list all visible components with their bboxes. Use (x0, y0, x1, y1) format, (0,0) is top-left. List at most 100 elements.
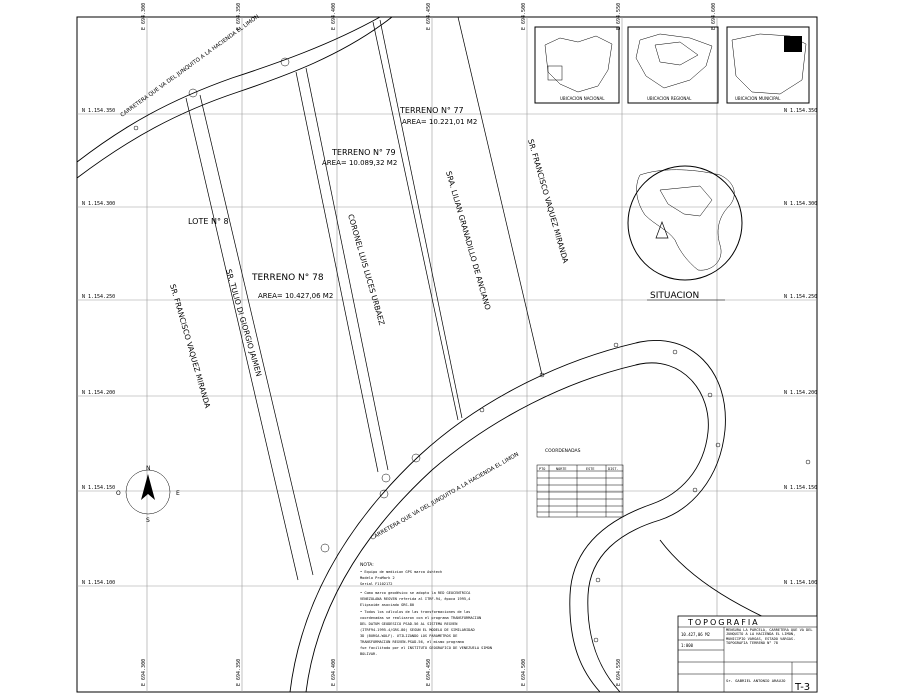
title-block-scale: 1:000 (681, 643, 694, 648)
survey-point (595, 577, 601, 583)
terreno-78-name: TERRENO N° 78 (251, 273, 324, 283)
survey-point (672, 349, 678, 355)
notes-line: TRANSFORMACION REGVEN-PSAD-56, el mismo … (360, 640, 464, 644)
notes-line: VENEZOLANA REGVEN referida al ITRF-94, é… (360, 597, 470, 601)
north-arrow-s: S (146, 517, 150, 524)
title-block-description-box: MENSURA LA PARCELA, CARRETERA QUE VA DEL… (726, 628, 813, 646)
survey-point (133, 125, 139, 131)
northing-label: N 1.154.150 (82, 485, 115, 491)
notes-title: NOTA: (360, 562, 374, 568)
survey-point (539, 372, 545, 378)
notes-line: • Como marco geodésico se adopto la RED … (360, 591, 471, 595)
coord-table-frame (536, 464, 624, 518)
municipal-map-frame (726, 26, 810, 104)
notes-line: • Todos los cálculos de las transformaci… (360, 610, 470, 614)
title-block-description: MENSURA LA PARCELA, CARRETERA QUE VA DEL… (726, 628, 813, 646)
coord-table-header: NORTE (556, 467, 567, 471)
northing-label: N 1.154.350 (82, 108, 115, 114)
regional-map-frame (627, 26, 719, 104)
notes-line: Serial F1102172 (360, 582, 392, 586)
easting-label: E 694.450 (426, 659, 432, 686)
easting-label: E 694.450 (426, 3, 432, 30)
terreno-77-name: TERRENO N° 77 (399, 106, 464, 115)
northing-label: N 1.154.250 (784, 294, 817, 300)
easting-label: E 694.350 (236, 3, 242, 30)
title-block-sheet: T-3 (794, 682, 810, 693)
notes-line: (ITRF94-1995.4/GRS-80) SEGUN EL MODELO D… (360, 628, 475, 632)
title-block-owner: Sr. GABRIEL ANTONIO ARAUJO (726, 678, 786, 683)
title-block-heading: TOPOGRAFIA (687, 618, 760, 627)
north-arrow-e: E (176, 490, 180, 497)
notes-block: NOTA: • Equipo de medicion GPS marca Ash… (360, 562, 492, 656)
coord-table-header: ESTE (586, 467, 594, 471)
easting-labels: E 694.300 E 694.350 E 694.400 E 694.450 … (141, 3, 717, 686)
easting-label: E 694.500 (521, 659, 527, 686)
regional-map-state (654, 41, 699, 66)
easting-label: E 694.550 (616, 659, 622, 686)
coord-table-header: DIST. (608, 467, 619, 471)
northing-label: N 1.154.200 (784, 390, 817, 396)
survey-point (188, 88, 198, 98)
coord-table-title: COORDENADAS (545, 448, 581, 454)
terreno-77-area: AREA= 10.221,01 M2 (402, 118, 477, 126)
easting-label: E 694.600 (711, 3, 717, 30)
north-arrow-n: N (146, 465, 151, 472)
situacion-circle (627, 165, 743, 281)
notes-line: 3D (BURSA-WOLF). UTILIZANDO LOS PARAMETR… (360, 634, 457, 638)
northing-label: N 1.154.200 (82, 390, 115, 396)
national-map-outline (544, 35, 613, 93)
northing-label: N 1.154.100 (82, 580, 115, 586)
survey-point (381, 473, 391, 483)
easting-label: E 694.400 (331, 659, 337, 686)
northing-label: N 1.154.350 (784, 108, 817, 114)
notes-line: DEL DATUM GEODESICO PSAD-56 AL SISTEMA R… (360, 622, 457, 626)
regional-map-outline (635, 33, 713, 89)
notes-line: coordenadas se realizaron con el program… (360, 616, 481, 620)
northing-label: N 1.154.300 (82, 201, 115, 207)
survey-point (613, 342, 619, 348)
notes-line: Elipsoide asociado GRS-80 (360, 603, 414, 607)
situacion-coast (636, 169, 735, 271)
national-map-frame (534, 26, 620, 104)
title-block-area: 10.427,06 M2 (681, 632, 710, 637)
north-arrow-w: O (116, 490, 121, 497)
owner-label: SR. FRANCISCO VAQUEZ MIRANDA (526, 138, 570, 265)
survey-point (692, 487, 698, 493)
terreno-79-name: TERRENO N° 79 (331, 148, 396, 157)
easting-label: E 694.350 (236, 659, 242, 686)
national-map-label: UBICACION NACIONAL (560, 96, 605, 101)
notes-line: fue facilitado por el INSTITUTO GEOGRAFI… (360, 646, 492, 650)
owner-labels: SR. FRANCISCO VAQUEZ MIRANDA SR. TULIO D… (168, 138, 570, 410)
municipal-map-label: UBICACION MUNICIPAL (735, 96, 781, 101)
lote-8-name: LOTE N° 8 (188, 217, 229, 226)
coord-table-header: PTO (539, 467, 545, 471)
easting-label: E 694.550 (616, 3, 622, 30)
survey-point (411, 453, 421, 463)
easting-label: E 694.500 (521, 3, 527, 30)
easting-label: E 694.300 (141, 3, 147, 30)
north-arrow-icon (141, 474, 155, 500)
situacion-label: SITUACION (650, 291, 699, 301)
northing-label: N 1.154.100 (784, 580, 817, 586)
parcel-labels: TERRENO N° 77 AREA= 10.221,01 M2 TERRENO… (188, 106, 477, 300)
survey-point (805, 459, 811, 465)
survey-point (593, 637, 599, 643)
north-arrow: N S E O (116, 465, 180, 524)
notes-line: BOLIVAR. (360, 652, 377, 656)
municipal-map-outline (731, 33, 807, 95)
northing-labels: N 1.154.350 N 1.154.300 N 1.154.250 N 1.… (82, 108, 817, 586)
parcel-boundaries (185, 16, 543, 581)
terreno-78-area: AREA= 10.427,06 M2 (258, 292, 333, 300)
municipal-map-highlight (784, 36, 802, 52)
notes-line: • Equipo de medicion GPS marca Ashtech (360, 570, 442, 574)
regional-map-label: UBICACION REGIONAL (647, 96, 692, 101)
owner-label: SR. TULIO DI GIORGIO JAIMEN (224, 268, 263, 377)
northing-label: N 1.154.150 (784, 485, 817, 491)
drawing-frame (76, 16, 818, 693)
situacion-north-icon (655, 221, 669, 239)
bottom-road-label: CARRETERA QUE VA DEL JUNQUITO A LA HACIE… (370, 452, 520, 542)
owner-label: CORONEL LUIS LUCES URBAEZ (346, 213, 386, 326)
survey-point (707, 392, 713, 398)
title-block: TOPOGRAFIA 10.427,06 M2 1:000 MENSURA LA… (677, 615, 818, 693)
